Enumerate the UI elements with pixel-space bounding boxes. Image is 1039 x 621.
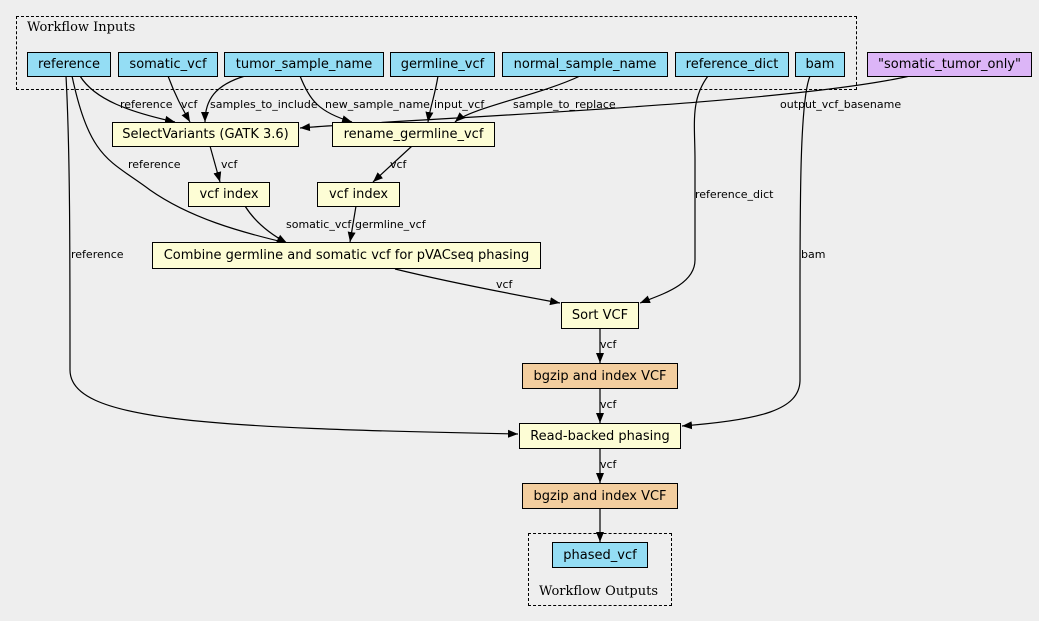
step-vcf-index-2[interactable]: vcf index [317,182,400,207]
workflow-inputs-cluster [16,16,857,90]
edge-tumor-to-rename [299,75,353,124]
edge-label-ref-to-combine: reference [128,158,181,171]
input-somatic-vcf[interactable]: somatic_vcf [118,52,218,77]
workflow-inputs-label: Workflow Inputs [27,20,136,35]
edge-label-germline-to-rename: input_vcf [434,98,485,111]
edge-label-phasing-to-bgzip: vcf [600,458,617,471]
output-phased-vcf[interactable]: phased_vcf [552,542,648,568]
edge-label-somatic-to-select: vcf [181,98,198,111]
edge-label-index2-to-combine: germline_vcf [355,218,426,231]
edge-label-sort-to-bgzip: vcf [600,338,617,351]
edge-index1-to-combine [244,205,288,244]
edge-label-normal-to-rename: sample_to_replace [513,98,616,111]
step-read-backed-phasing[interactable]: Read-backed phasing [519,423,681,449]
input-reference[interactable]: reference [27,52,111,77]
input-tumor-sample-name[interactable]: tumor_sample_name [224,52,384,77]
edge-rename-to-index [372,145,413,183]
edge-select-to-index [209,145,222,183]
workflow-outputs-cluster [528,533,672,606]
edge-label-combine-to-sort: vcf [496,278,513,291]
edge-label-bgzip-to-phasing: vcf [600,398,617,411]
edge-label-ref-to-phasing: reference [71,248,124,261]
edge-label-rename-to-index: vcf [390,158,407,171]
edge-index2-to-combine [347,205,357,243]
edge-label-tumor-to-rename: new_sample_name [325,98,430,111]
edge-somatic-to-select [167,75,191,123]
edge-bam-to-phasing [681,75,811,430]
edge-ref-to-combine [71,75,288,245]
edge-label-index1-to-combine: somatic_vcf [286,218,352,231]
step-bgzip-index-1[interactable]: bgzip and index VCF [522,363,678,389]
edge-label-refdict-to-sort: reference_dict [695,188,774,201]
edge-refdict-to-sort [639,75,709,304]
edge-label-ref-to-select: reference [120,98,173,111]
edge-ref-to-phasing [65,75,519,438]
step-select-variants[interactable]: SelectVariants (GATK 3.6) [112,122,299,147]
input-germline-vcf[interactable]: germline_vcf [390,52,495,77]
edge-tumor-to-select [201,75,246,123]
edge-label-const-to-rename: output_vcf_basename [780,98,902,111]
step-rename-germline-vcf[interactable]: rename_germline_vcf [332,122,495,147]
step-bgzip-index-2[interactable]: bgzip and index VCF [522,483,678,509]
step-vcf-index-1[interactable]: vcf index [188,182,270,207]
edge-germline-to-rename [425,75,439,123]
workflow-outputs-label: Workflow Outputs [539,584,658,599]
edge-ref-to-select [79,75,176,124]
edge-label-tumor-to-select: samples_to_include [210,98,318,111]
input-reference-dict[interactable]: reference_dict [675,52,789,77]
edge-label-select-to-index: vcf [221,158,238,171]
step-sort-vcf[interactable]: Sort VCF [561,302,639,329]
constant-somatic-tumor-only[interactable]: "somatic_tumor_only" [867,52,1032,77]
edge-label-bam-to-phasing: bam [801,248,826,261]
step-combine-vcf[interactable]: Combine germline and somatic vcf for pVA… [152,242,541,269]
input-normal-sample-name[interactable]: normal_sample_name [502,52,668,77]
edge-combine-to-sort [394,268,561,306]
input-bam[interactable]: bam [795,52,845,77]
